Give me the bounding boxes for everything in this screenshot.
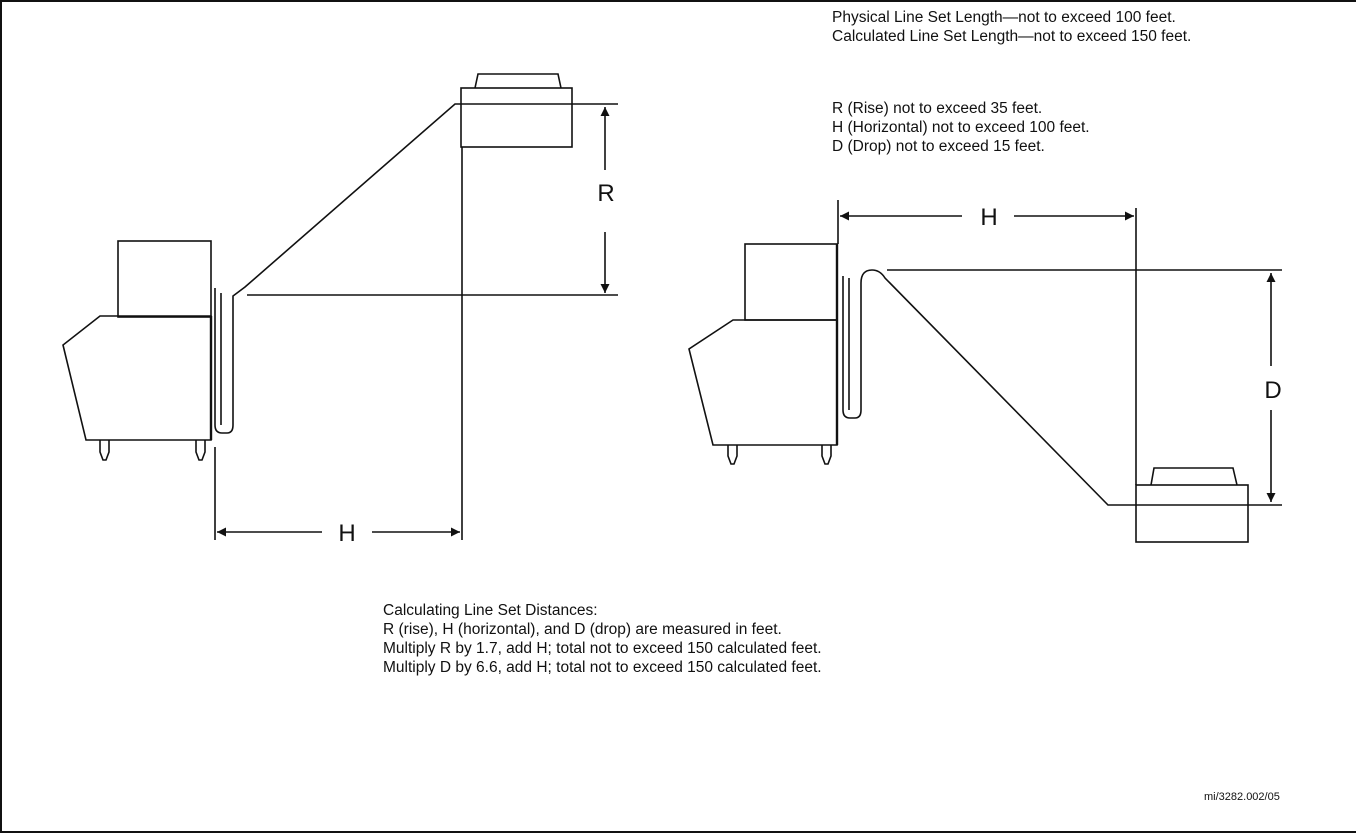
calculation-line-2: Multiply R by 1.7, add H; total not to e… (383, 640, 822, 657)
horizontal-label-right: H (980, 204, 997, 231)
horizontal-label-left: H (338, 520, 355, 547)
calculated-length-limit: Calculated Line Set Length—not to exceed… (832, 28, 1192, 45)
condenser-unit-right (1135, 467, 1249, 543)
calculation-notes: Calculating Line Set Distances: R (rise)… (383, 601, 822, 677)
horizontal-dimension-right: H (840, 204, 1134, 231)
reference-lines-left (214, 103, 618, 540)
ice-machine-right (688, 243, 839, 465)
physical-length-limit: Physical Line Set Length—not to exceed 1… (832, 9, 1176, 26)
reference-lines-right (837, 200, 1282, 506)
reference-code: mi/3282.002/05 (1204, 791, 1280, 803)
rise-label-left: R (597, 180, 614, 207)
drop-label-right: D (1264, 377, 1281, 404)
line-set-right (842, 269, 1136, 506)
dimension-limits: R (Rise) not to exceed 35 feet. H (Horiz… (832, 99, 1090, 156)
rise-limit: R (Rise) not to exceed 35 feet. (832, 100, 1043, 117)
drop-limit: D (Drop) not to exceed 15 feet. (832, 138, 1045, 155)
condenser-unit-left (460, 73, 573, 148)
ice-machine-left (62, 240, 213, 461)
line-length-limits: Physical Line Set Length—not to exceed 1… (832, 8, 1191, 46)
calculation-line-1: R (rise), H (horizontal), and D (drop) a… (383, 621, 782, 638)
calculation-line-3: Multiply D by 6.6, add H; total not to e… (383, 659, 822, 676)
horizontal-limit: H (Horizontal) not to exceed 100 feet. (832, 119, 1090, 136)
drop-dimension-right: D (1264, 273, 1282, 502)
horizontal-dimension-left: H (217, 520, 460, 547)
rise-dimension-left: R (597, 107, 615, 293)
calculation-heading: Calculating Line Set Distances: (383, 602, 598, 619)
line-set-left (214, 103, 461, 434)
